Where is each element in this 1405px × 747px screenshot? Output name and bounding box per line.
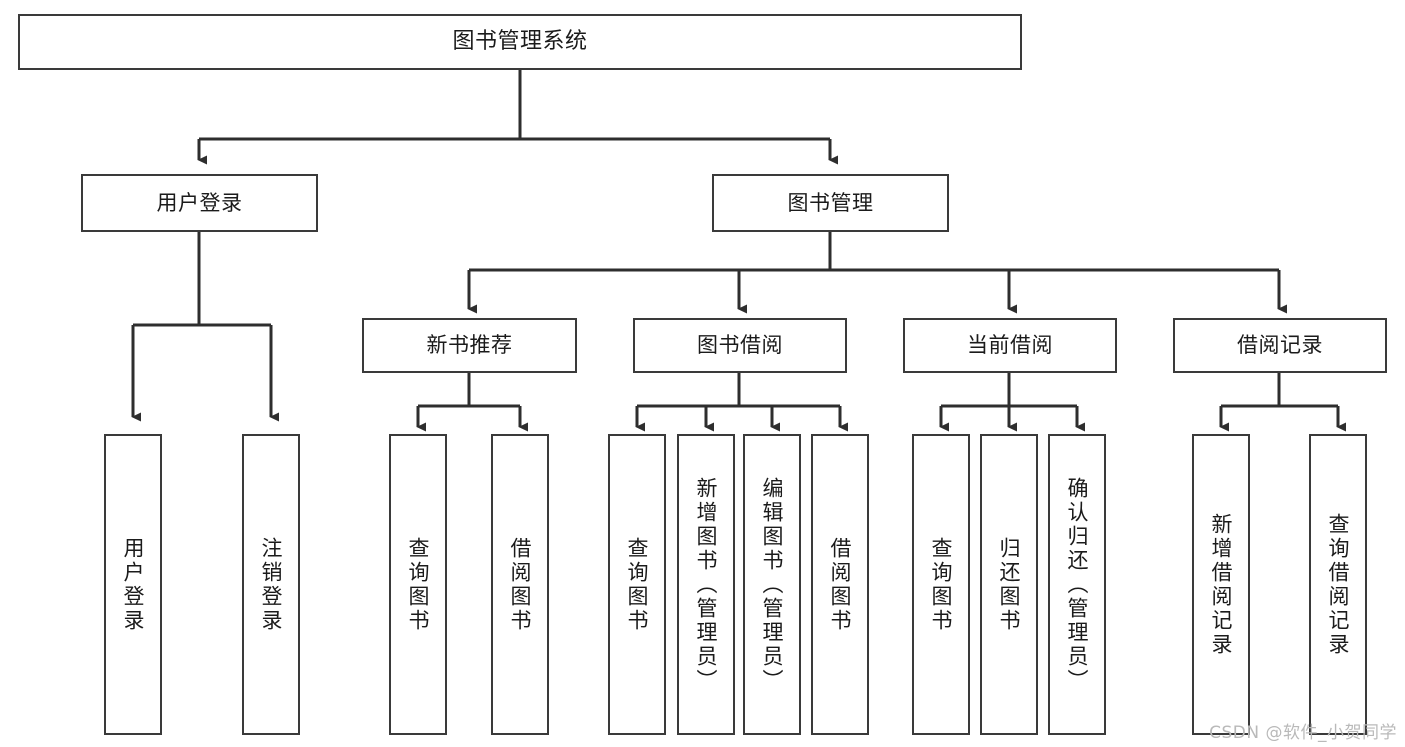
node-leaf-book-borrow-edit-admin[interactable]: 编辑图书（管理员）: [743, 434, 801, 735]
node-label: 当前借阅: [967, 333, 1053, 358]
node-book-management[interactable]: 图书管理: [712, 174, 949, 232]
node-label: 新增图书（管理员）: [694, 476, 719, 693]
node-leaf-book-borrow-borrow[interactable]: 借阅图书: [811, 434, 869, 735]
node-label: 归还图书: [997, 536, 1022, 633]
node-new-book-recommendation[interactable]: 新书推荐: [362, 318, 577, 373]
node-leaf-record-add[interactable]: 新增借阅记录: [1192, 434, 1250, 735]
node-label: 图书管理: [787, 190, 874, 215]
node-label: 借阅图书: [828, 536, 853, 633]
node-borrowing-records[interactable]: 借阅记录: [1173, 318, 1387, 373]
node-user-login[interactable]: 用户登录: [81, 174, 318, 232]
node-label: 图书管理系统: [452, 29, 588, 55]
node-leaf-new-book-borrow[interactable]: 借阅图书: [491, 434, 549, 735]
node-leaf-new-book-query[interactable]: 查询图书: [389, 434, 447, 735]
node-label: 新增借阅记录: [1209, 512, 1234, 657]
node-leaf-book-borrow-add-admin[interactable]: 新增图书（管理员）: [677, 434, 735, 735]
node-label: 编辑图书（管理员）: [760, 476, 785, 693]
node-label: 图书借阅: [697, 333, 783, 358]
node-leaf-current-borrow-confirm-admin[interactable]: 确认归还（管理员）: [1048, 434, 1106, 735]
node-label: 借阅图书: [508, 536, 533, 633]
node-book-borrowing[interactable]: 图书借阅: [633, 318, 847, 373]
node-label: 注销登录: [259, 536, 284, 633]
node-label: 用户登录: [156, 190, 243, 215]
node-label: 查询图书: [406, 536, 431, 633]
node-root-library-management-system[interactable]: 图书管理系统: [18, 14, 1022, 70]
node-leaf-current-borrow-query[interactable]: 查询图书: [912, 434, 970, 735]
watermark: CSDN @软件_小贺同学: [1209, 723, 1397, 743]
node-label: 确认归还（管理员）: [1065, 476, 1090, 693]
node-label: 用户登录: [121, 536, 146, 633]
node-leaf-user-login-signout[interactable]: 注销登录: [242, 434, 300, 735]
node-leaf-record-query[interactable]: 查询借阅记录: [1309, 434, 1367, 735]
node-current-borrowing[interactable]: 当前借阅: [903, 318, 1117, 373]
node-leaf-book-borrow-query[interactable]: 查询图书: [608, 434, 666, 735]
node-label: 借阅记录: [1237, 333, 1323, 358]
node-leaf-current-borrow-return[interactable]: 归还图书: [980, 434, 1038, 735]
node-leaf-user-login-signin[interactable]: 用户登录: [104, 434, 162, 735]
node-label: 查询图书: [625, 536, 650, 633]
node-label: 查询借阅记录: [1326, 512, 1351, 657]
node-label: 查询图书: [929, 536, 954, 633]
node-label: 新书推荐: [426, 333, 513, 358]
